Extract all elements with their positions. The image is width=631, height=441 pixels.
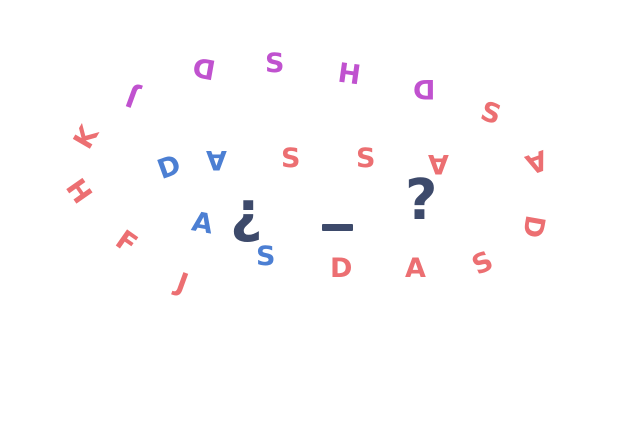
outer-letter-1: J [122,80,143,113]
outer-letter-9: S [467,245,499,282]
outer-letter-11: D [330,253,353,284]
outer-letter-3: S [265,48,285,79]
outer-letter-12: J [172,267,193,300]
inner-letter-4: S [356,143,376,174]
outer-letter-5: D [413,73,436,104]
outer-letter-15: K [67,120,106,155]
outer-letter-10: A [405,253,426,284]
inner-letter-2: A [206,144,227,175]
outer-letter-4: H [335,57,363,92]
inner-letter-6: A [189,206,216,241]
outer-letter-8: D [515,212,551,241]
open-question-mark: ¿ [230,180,263,245]
inner-letter-1: D [153,149,186,186]
outer-letter-14: H [59,173,98,210]
close-question-mark: ? [405,168,438,233]
outer-letter-2: D [190,50,218,85]
outer-letter-13: F [109,224,143,261]
outer-letter-7: A [521,143,552,180]
inner-letter-3: S [281,143,301,174]
answer-blank [322,224,353,231]
outer-letter-6: S [476,95,505,132]
inner-letter-7: S [256,241,276,272]
